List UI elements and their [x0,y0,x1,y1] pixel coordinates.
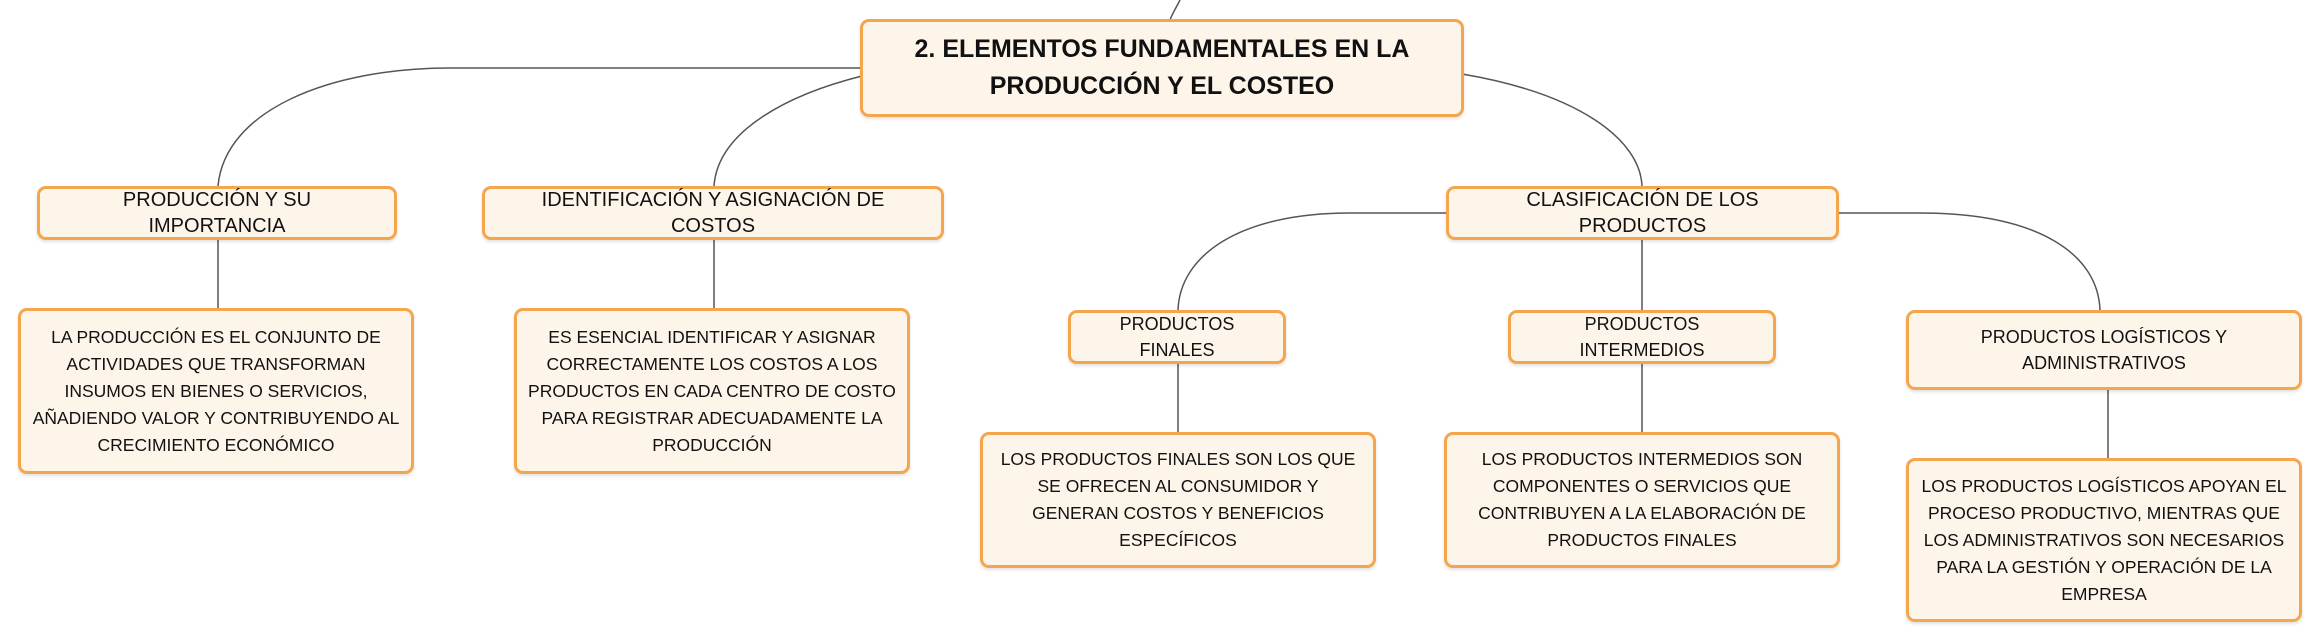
subtopic-productos-finales[interactable]: PRODUCTOS FINALES [1068,310,1286,364]
description-productos-intermedios-text: LOS PRODUCTOS INTERMEDIOS SON COMPONENTE… [1478,449,1806,550]
subtopic-productos-logisticos[interactable]: PRODUCTOS LOGÍSTICOS Y ADMINISTRATIVOS [1906,310,2302,390]
connector-root-clasificacion [1461,73,1643,187]
subtopic-productos-finales-label: PRODUCTOS FINALES [1119,314,1235,360]
description-produccion-text: LA PRODUCCIÓN ES EL CONJUNTO DE ACTIVIDA… [32,326,400,455]
topic-identificacion-label: IDENTIFICACIÓN Y ASIGNACIÓN DE COSTOS [541,189,885,237]
topic-clasificacion-label: CLASIFICACIÓN DE LOS PRODUCTOS [1526,189,1759,237]
description-productos-finales-text: LOS PRODUCTOS FINALES SON LOS QUE SE OFR… [1000,449,1356,550]
description-productos-intermedios[interactable]: LOS PRODUCTOS INTERMEDIOS SON COMPONENTE… [1444,432,1840,568]
topic-identificacion[interactable]: IDENTIFICACIÓN Y ASIGNACIÓN DE COSTOS [482,186,944,240]
connector-clasificacion-finales [1177,212,1448,311]
subtopic-productos-logisticos-label: PRODUCTOS LOGÍSTICOS Y ADMINISTRATIVOS [1980,327,2228,373]
description-productos-finales[interactable]: LOS PRODUCTOS FINALES SON LOS QUE SE OFR… [980,432,1376,568]
topic-clasificacion[interactable]: CLASIFICACIÓN DE LOS PRODUCTOS [1446,186,1839,240]
connector-clasificacion-logisticos [1837,212,2101,311]
connector-root-identificacion [713,75,863,187]
description-productos-logisticos[interactable]: LOS PRODUCTOS LOGÍSTICOS APOYAN EL PROCE… [1906,458,2302,622]
connector-parent-root [1169,0,1181,21]
topic-produccion[interactable]: PRODUCCIÓN Y SU IMPORTANCIA [37,186,397,240]
subtopic-productos-intermedios-label: PRODUCTOS INTERMEDIOS [1579,314,1705,360]
root-topic-label: 2. ELEMENTOS FUNDAMENTALES EN LA PRODUCC… [914,35,1410,100]
connector-root-produccion [217,67,862,187]
root-topic[interactable]: 2. ELEMENTOS FUNDAMENTALES EN LA PRODUCC… [860,19,1464,117]
description-productos-logisticos-text: LOS PRODUCTOS LOGÍSTICOS APOYAN EL PROCE… [1921,475,2287,604]
subtopic-productos-intermedios[interactable]: PRODUCTOS INTERMEDIOS [1508,310,1776,364]
description-produccion[interactable]: LA PRODUCCIÓN ES EL CONJUNTO DE ACTIVIDA… [18,308,414,474]
description-identificacion[interactable]: ES ESENCIAL IDENTIFICAR Y ASIGNAR CORREC… [514,308,910,474]
description-identificacion-text: ES ESENCIAL IDENTIFICAR Y ASIGNAR CORREC… [528,326,896,455]
topic-produccion-label: PRODUCCIÓN Y SU IMPORTANCIA [122,189,312,237]
